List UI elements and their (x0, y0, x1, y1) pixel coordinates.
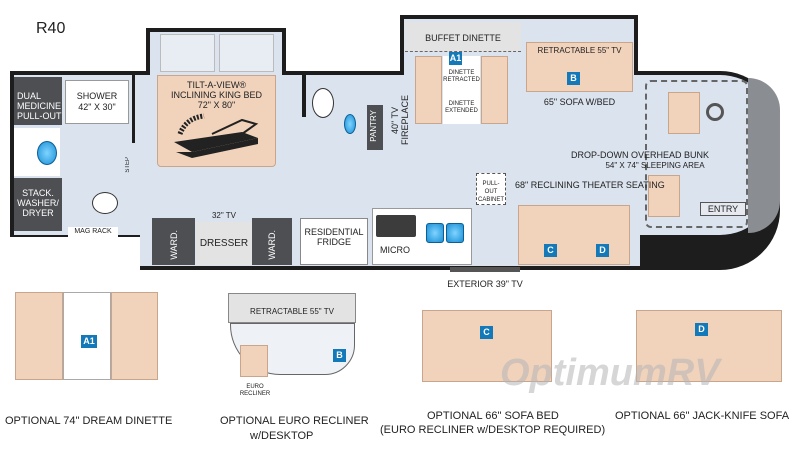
exterior-tv-icon (450, 267, 520, 272)
cooktop-icon (376, 215, 416, 237)
euro-tv-cabinet (228, 293, 356, 323)
option-euro-caption-1: OPTIONAL EURO RECLINER (220, 415, 369, 427)
euro-recliner (240, 345, 268, 377)
wall (302, 75, 306, 117)
euro-recliner-label: EURO RECLINER (239, 384, 271, 397)
badge-d[interactable]: D (695, 323, 708, 336)
sofa-label: 65" SOFA W/BED (543, 97, 616, 107)
ward-label: WARD. (267, 230, 277, 260)
badge-b[interactable]: B (567, 72, 580, 85)
bunk-size: 54" X 74" SLEEPING AREA (605, 161, 705, 170)
option-dinette-seat (15, 292, 63, 380)
sink-icon (37, 141, 57, 165)
option-euro-caption-2: w/DESKTOP (250, 430, 314, 442)
shower (65, 80, 129, 124)
fridge-label: RESIDENTIAL FRIDGE (304, 227, 364, 247)
passenger-seat (648, 175, 680, 217)
badge-a1[interactable]: A1 (449, 52, 462, 65)
bunk-label: DROP-DOWN OVERHEAD BUNK (570, 150, 709, 160)
sink-icon (344, 114, 356, 134)
fireplace-label: 40" TV FIREPLACE (390, 95, 410, 146)
sink-icon (426, 223, 444, 243)
incline-bed-icon (174, 113, 259, 158)
pillow-icon (160, 34, 215, 72)
dual-medicine-pullout: DUAL MEDICINE PULL-OUT (14, 77, 62, 125)
washer-dryer: STACK. WASHER/ DRYER (14, 178, 62, 231)
dinette-extended: DINETTE EXTENDED (445, 101, 478, 114)
watermark-logo: OptimumRV (500, 352, 720, 394)
option-jackknife-sofa (636, 310, 782, 382)
dashboard (748, 78, 780, 233)
steering-wheel-icon (706, 103, 724, 121)
badge-c[interactable]: C (480, 326, 493, 339)
badge-d[interactable]: D (596, 244, 609, 257)
pantry (367, 105, 383, 150)
badge-c[interactable]: C (544, 244, 557, 257)
exterior-tv-label: EXTERIOR 39" TV (447, 279, 523, 289)
option-sofabed-caption-1: OPTIONAL 66" SOFA BED (427, 410, 559, 422)
entry-door[interactable]: ENTRY (700, 202, 746, 216)
mag-rack: MAG RACK (68, 227, 118, 237)
dinette-table (443, 56, 480, 124)
option-sofabed-caption-2: (EURO RECLINER w/DESKTOP REQUIRED) (380, 424, 606, 436)
pullout-cabinet[interactable]: PULL-OUT CABINET (476, 173, 506, 205)
toilet-icon (92, 192, 118, 214)
shower-label: SHOWER (76, 91, 118, 101)
sofa-bed[interactable] (526, 42, 633, 92)
wardrobe[interactable] (152, 218, 195, 265)
dinette-seat (481, 56, 508, 124)
tv55-label: RETRACTABLE 55" TV (537, 46, 622, 55)
wall (132, 75, 135, 143)
wardrobe[interactable] (252, 218, 292, 265)
option-dinette-caption: OPTIONAL 74" DREAM DINETTE (5, 415, 173, 427)
rear-notch (10, 237, 140, 277)
buffet-label: BUFFET DINETTE (425, 33, 501, 43)
theater-seating[interactable] (518, 205, 630, 265)
dresser[interactable] (196, 222, 252, 265)
theater-label: 68" RECLINING THEATER SEATING (515, 180, 665, 190)
sink-icon (446, 223, 464, 243)
micro-label: MICRO (380, 245, 410, 255)
option-dinette-seat (111, 292, 158, 380)
buffet-dinette (405, 22, 521, 52)
bed-label-1: TILT-A-VIEW® (187, 80, 246, 90)
bed-label-2: INCLINING KING BED (170, 90, 262, 100)
step-label: STEP (125, 157, 131, 173)
option-jackknife-caption: OPTIONAL 66" JACK-KNIFE SOFA (615, 410, 790, 422)
badge-a1[interactable]: A1 (81, 335, 97, 348)
euro-tv-label: RETRACTABLE 55" TV (250, 307, 334, 316)
shower-size: 42" X 30" (78, 102, 116, 112)
pillow-icon (219, 34, 274, 72)
dinette-retracted: DINETTE RETRACTED (443, 70, 480, 83)
fridge[interactable] (300, 218, 368, 265)
overhead-bunk-outline (645, 80, 748, 228)
option-sofa-bed (422, 310, 552, 382)
model-name: R40 (36, 20, 66, 37)
pantry-label: PANTRY (369, 110, 378, 142)
toilet-icon (312, 88, 334, 118)
dresser-label: DRESSER (199, 238, 249, 249)
dinette-seat (415, 56, 442, 124)
badge-b[interactable]: B (333, 349, 346, 362)
driver-seat (668, 92, 700, 134)
bed-size: 72" X 80" (197, 100, 236, 110)
tv32-label: 32" TV (211, 211, 237, 220)
ward-label: WARD. (169, 230, 179, 260)
